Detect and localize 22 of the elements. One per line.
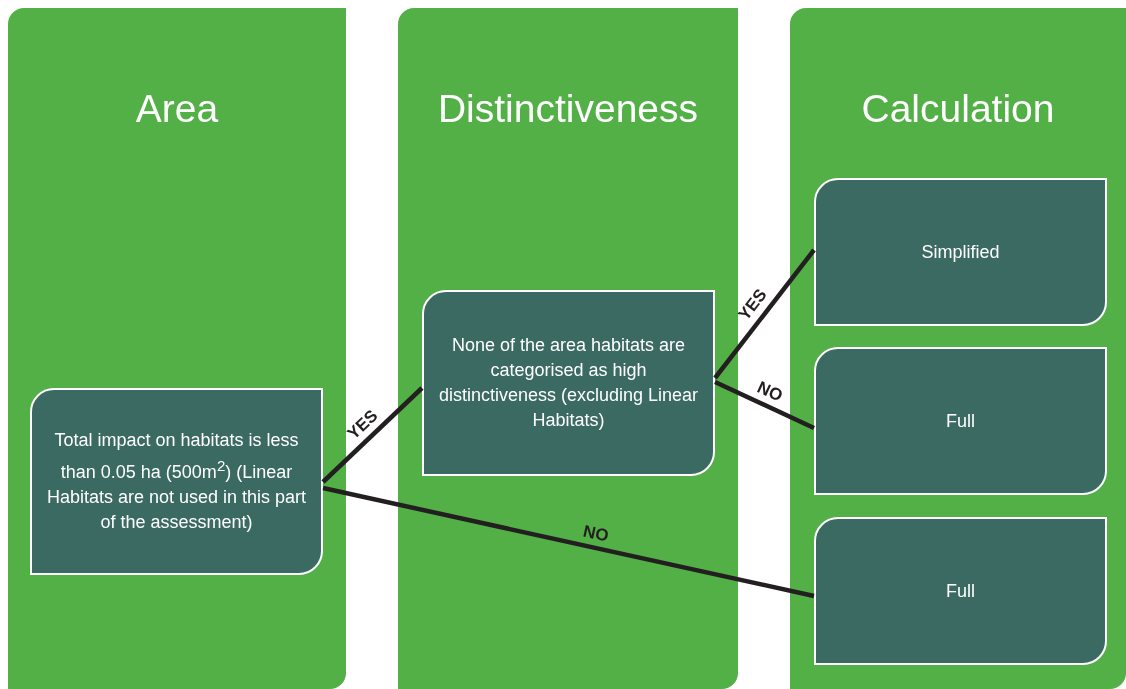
column-panel	[8, 8, 346, 689]
connector-line	[321, 386, 424, 484]
column-heading: Distinctiveness	[436, 86, 700, 132]
process-box	[814, 178, 1107, 326]
column-heading: Calculation	[860, 86, 1056, 132]
process-box	[814, 517, 1107, 665]
connector-line	[714, 379, 815, 431]
process-box	[30, 388, 323, 575]
box-text: Full	[945, 409, 976, 433]
column-panel	[398, 8, 738, 689]
edge-label: NO	[754, 378, 786, 406]
box-text: Full	[945, 579, 976, 603]
edge-label: YES	[344, 406, 382, 444]
process-box	[814, 347, 1107, 495]
box-text: None of the area habitats are categorised as high distinctiveness (excluding Linear Habitats)	[437, 334, 700, 432]
box-text: Total impact on habitats is less than 0.05 ha (500m$^{2}$) (Linear Habitats are not used in this part of the assessment)	[45, 429, 308, 534]
column-panel	[790, 8, 1126, 689]
edge-label: NO	[581, 522, 611, 546]
process-box	[422, 290, 715, 476]
connector-line	[713, 248, 816, 380]
column-heading: Area	[134, 86, 220, 132]
box-text: Simplified	[920, 240, 1001, 264]
